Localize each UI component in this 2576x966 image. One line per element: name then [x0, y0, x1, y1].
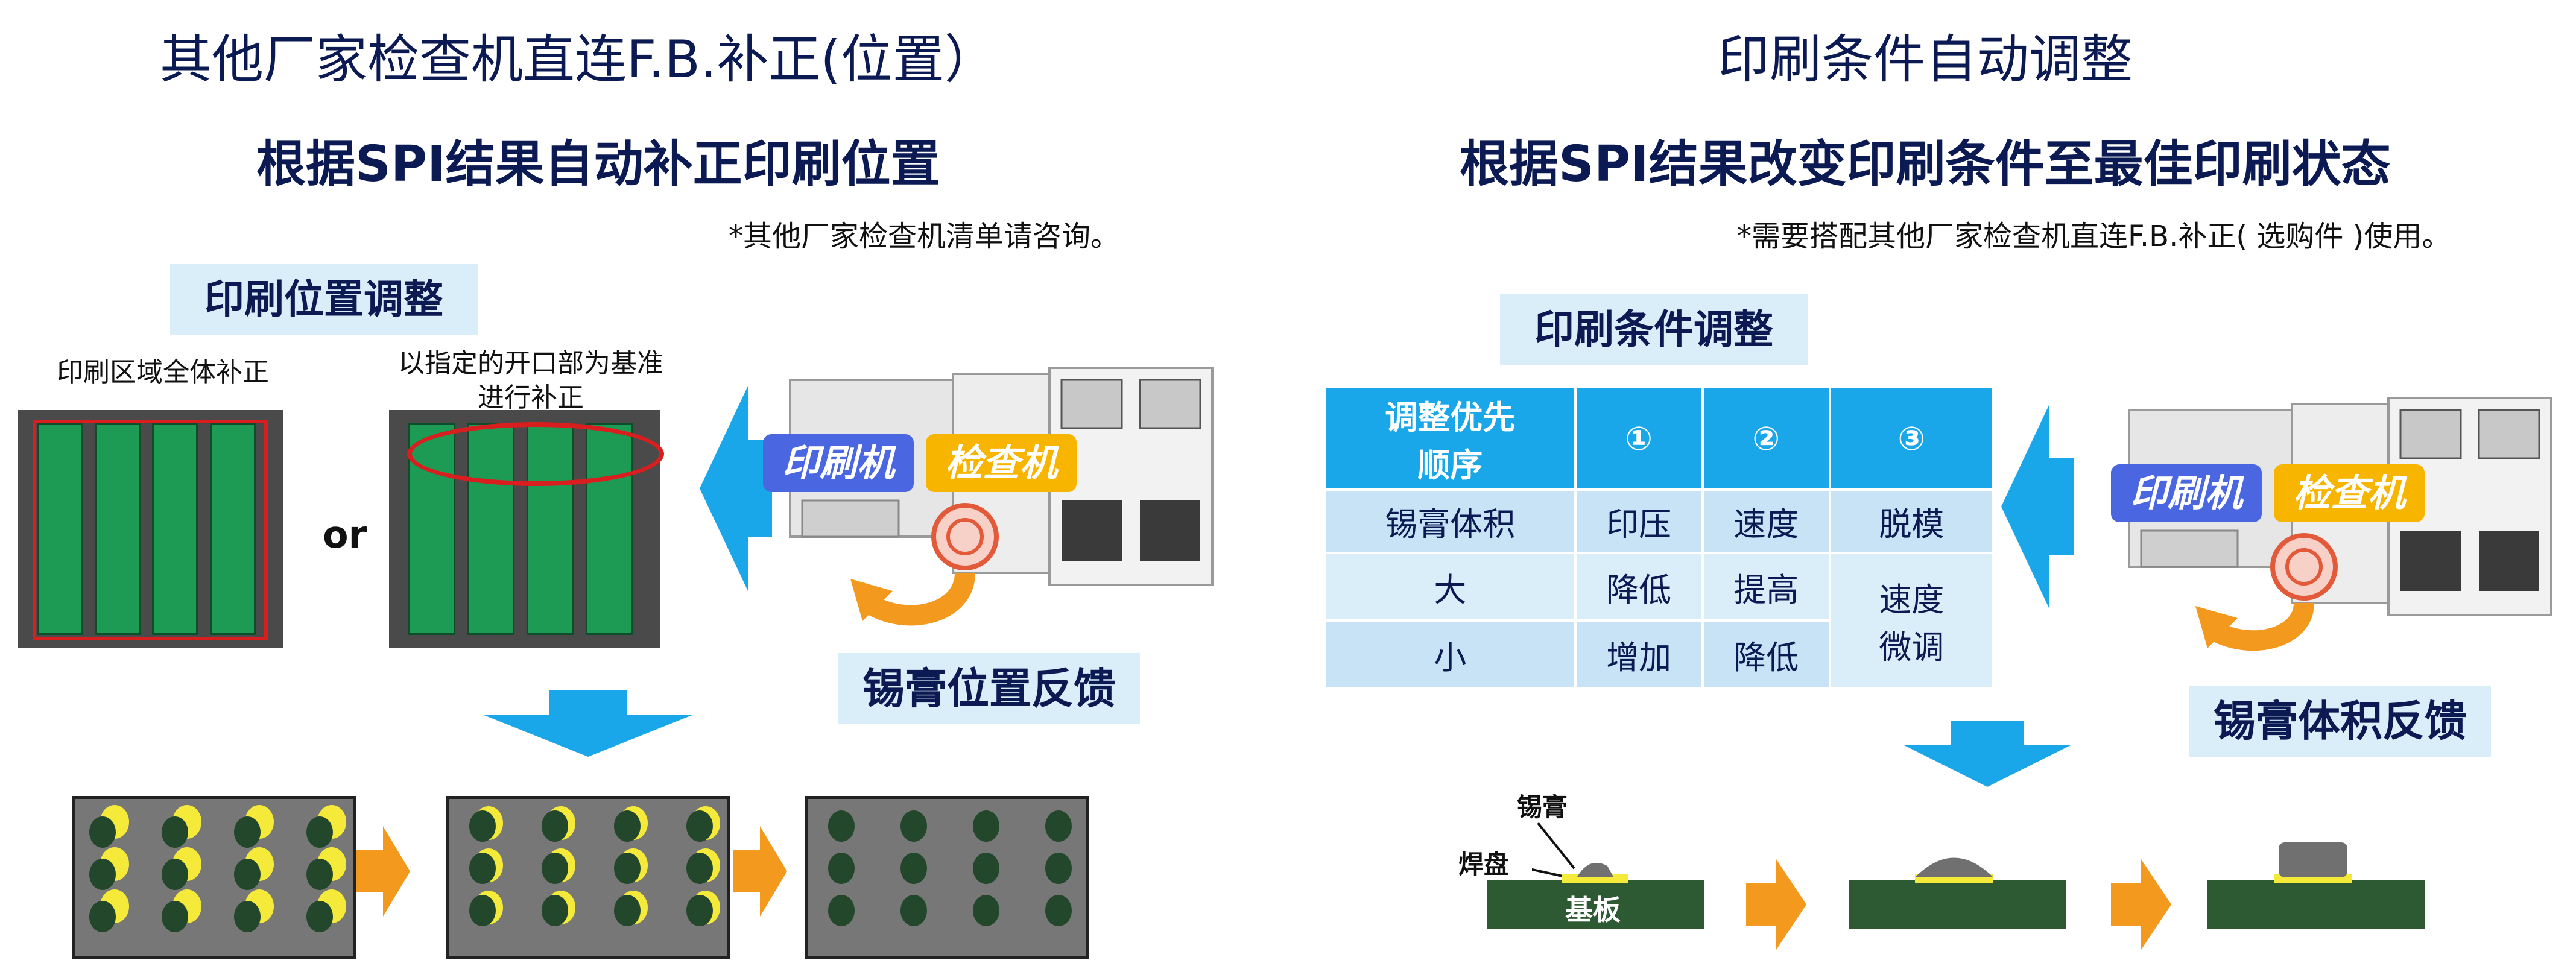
left-inspector-tag: 检查机: [926, 434, 1077, 492]
right-machine-illustration: [2128, 397, 2552, 651]
right-subtitle: 根据SPI结果改变印刷条件至最佳印刷状态: [1460, 136, 2391, 193]
left-subtitle: 根据SPI结果自动补正印刷位置: [256, 136, 940, 193]
substrate-1: [1487, 862, 1704, 929]
table-header-2: ②: [1701, 386, 1831, 491]
pcb-panel-full: [18, 410, 283, 648]
table-cell: 降低: [1701, 619, 1831, 689]
left-feedback-label: 锡膏位置反馈: [838, 653, 1140, 724]
right-orange-arrow-2: [2111, 859, 2171, 950]
table-cell: 提高: [1701, 552, 1831, 622]
pcb-panel-opening: [389, 410, 664, 648]
table-header-priority: 调整优先 顺序: [1324, 386, 1577, 491]
caption-opening-line1: 以指定的开口部为基准: [398, 348, 663, 379]
label-pad: 焊盘: [1458, 850, 1510, 879]
table-cell-merged: 速度 微调: [1828, 552, 1995, 689]
right-inspector-tag: 检查机: [2274, 464, 2425, 522]
left-printer-tag: 印刷机: [763, 434, 914, 492]
or-text: or: [323, 513, 367, 557]
table-cell: 增加: [1574, 619, 1704, 689]
left-title: 其他厂家检查机直连F.B.补正(位置）: [160, 30, 996, 90]
right-feedback-arrow: [2001, 404, 2074, 609]
right-note: *需要搭配其他厂家检查机直连F.B.补正( 选购件 )使用。: [1737, 219, 2451, 253]
table-header-1: ①: [1574, 386, 1704, 491]
caption-opening-line2: 进行补正: [478, 382, 584, 413]
table-cell: 大: [1324, 552, 1577, 622]
table-cell: 印压: [1574, 488, 1704, 554]
left-orange-arrow-1: [356, 826, 410, 917]
table-cell: 速度: [1701, 488, 1831, 554]
right-printer-tag: 印刷机: [2111, 464, 2262, 522]
left-orange-arrow-2: [733, 826, 787, 917]
right-down-arrow: [1903, 721, 2072, 787]
table-header-3: ③: [1828, 386, 1995, 491]
full-area-outline: [33, 420, 268, 640]
right-title: 印刷条件自动调整: [1718, 30, 2133, 90]
table-cell: 脱模: [1828, 488, 1995, 554]
label-paste: 锡膏: [1517, 792, 1568, 822]
hole-panel-after: [805, 796, 1089, 959]
caption-full-area: 印刷区域全体补正: [57, 357, 269, 388]
table-cell: 小: [1324, 619, 1577, 689]
left-feedback-arrow: [700, 386, 772, 591]
left-note: *其他厂家检查机清单请咨询。: [729, 219, 1120, 253]
table-cell: 降低: [1574, 552, 1704, 622]
adjustment-priority-table: 调整优先 顺序 ① ② ③ 锡膏体积 印压 速度 脱模 大 降低 提高 速度 微…: [1324, 386, 1995, 689]
table-cell: 锡膏体积: [1324, 488, 1577, 554]
hole-panel-before: [72, 796, 356, 959]
left-section-label: 印刷位置调整: [170, 264, 478, 335]
left-machine-illustration: [789, 367, 1214, 626]
label-substrate: 基板: [1565, 894, 1621, 926]
paste-pointer-lines: [1532, 822, 1575, 879]
substrate-3: [2207, 842, 2425, 929]
opening-ellipse: [407, 422, 664, 486]
right-section-label: 印刷条件调整: [1500, 294, 1808, 365]
hole-panel-middle: [446, 796, 730, 959]
right-orange-arrow-1: [1746, 859, 1806, 950]
substrate-2: [1849, 857, 2066, 929]
right-feedback-label: 锡膏体积反馈: [2189, 686, 2491, 757]
left-down-arrow: [483, 690, 694, 757]
